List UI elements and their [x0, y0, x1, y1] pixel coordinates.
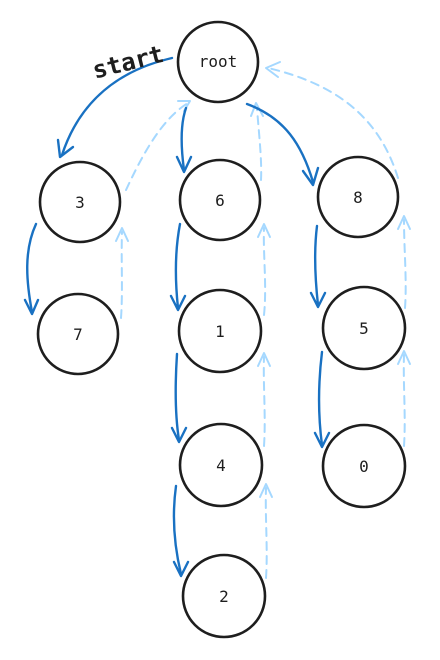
return-edge-7-to-3-head: [115, 227, 129, 242]
edge-root-to-8-head: [301, 166, 320, 187]
node-2: 2: [181, 553, 267, 639]
edge-root-to-6: [180, 106, 188, 172]
node-5-label: 5: [359, 319, 369, 338]
node-7: 7: [36, 292, 120, 376]
node-3-label: 3: [75, 193, 85, 212]
return-edge-5-to-8: [403, 219, 407, 309]
node-8-label: 8: [353, 188, 363, 207]
node-6-circle: [178, 158, 262, 242]
edge-root-to-8: [245, 102, 315, 184]
edge-8-to-5-head: [309, 291, 327, 309]
node-2-label: 2: [219, 587, 229, 606]
node-root: root: [176, 20, 260, 104]
node-root-circle: [176, 20, 260, 104]
edge-root-to-3: [60, 56, 174, 157]
node-1: 1: [177, 288, 263, 374]
node-6: 6: [178, 158, 262, 242]
return-edge-4-to-1-head: [257, 352, 271, 367]
node-3-circle: [38, 160, 122, 244]
node-root-label: root: [199, 52, 238, 71]
edge-5-to-0-head: [313, 431, 331, 449]
edge-root-to-3-head: [56, 138, 75, 159]
return-edge-6-to-root-head: [250, 102, 264, 117]
node-0-circle: [321, 423, 407, 509]
traversal-edges: [23, 56, 331, 578]
return-edge-4-to-1: [262, 356, 266, 447]
return-edge-7-to-3: [120, 231, 123, 319]
node-1-label: 1: [215, 322, 225, 341]
node-7-label: 7: [73, 325, 83, 344]
node-4-circle: [178, 422, 264, 508]
node-4: 4: [178, 422, 264, 508]
edge-6-to-1: [174, 222, 182, 310]
edge-1-to-4-head: [170, 426, 188, 444]
node-0-label: 0: [359, 457, 369, 476]
edge-4-to-2: [172, 484, 183, 576]
node-8: 8: [316, 155, 400, 239]
return-edge-5-to-8-head: [397, 215, 411, 230]
node-3: 3: [38, 160, 122, 244]
node-0: 0: [321, 423, 407, 509]
node-1-circle: [177, 288, 263, 374]
return-edge-8-to-root-head: [265, 61, 281, 78]
edge-1-to-4: [174, 352, 181, 442]
return-edge-2-to-4: [264, 487, 268, 579]
edge-6-to-1-head: [169, 294, 187, 312]
return-edges: [115, 61, 411, 579]
return-edge-6-to-root: [256, 107, 263, 181]
return-edge-8-to-root: [267, 67, 399, 179]
edge-8-to-5: [313, 224, 320, 307]
edge-4-to-2-head: [172, 560, 190, 578]
node-2-circle: [181, 553, 267, 639]
node-6-label: 6: [215, 191, 225, 210]
edge-3-to-7-head: [23, 298, 40, 316]
edge-5-to-0: [317, 350, 324, 447]
node-4-label: 4: [216, 456, 226, 475]
return-edge-2-to-4-head: [259, 483, 273, 498]
return-edge-0-to-5: [402, 354, 406, 447]
return-edge-1-to-6: [262, 227, 267, 316]
return-edge-0-to-5-head: [397, 350, 411, 365]
edge-3-to-7: [26, 222, 38, 314]
node-5: 5: [321, 285, 407, 371]
node-8-circle: [316, 155, 400, 239]
return-edge-3-to-root: [125, 102, 189, 191]
node-5-circle: [321, 285, 407, 371]
return-edge-1-to-6-head: [257, 223, 271, 238]
edge-root-to-6-head: [175, 155, 193, 174]
node-7-circle: [36, 292, 120, 376]
start-label: start: [90, 40, 167, 85]
